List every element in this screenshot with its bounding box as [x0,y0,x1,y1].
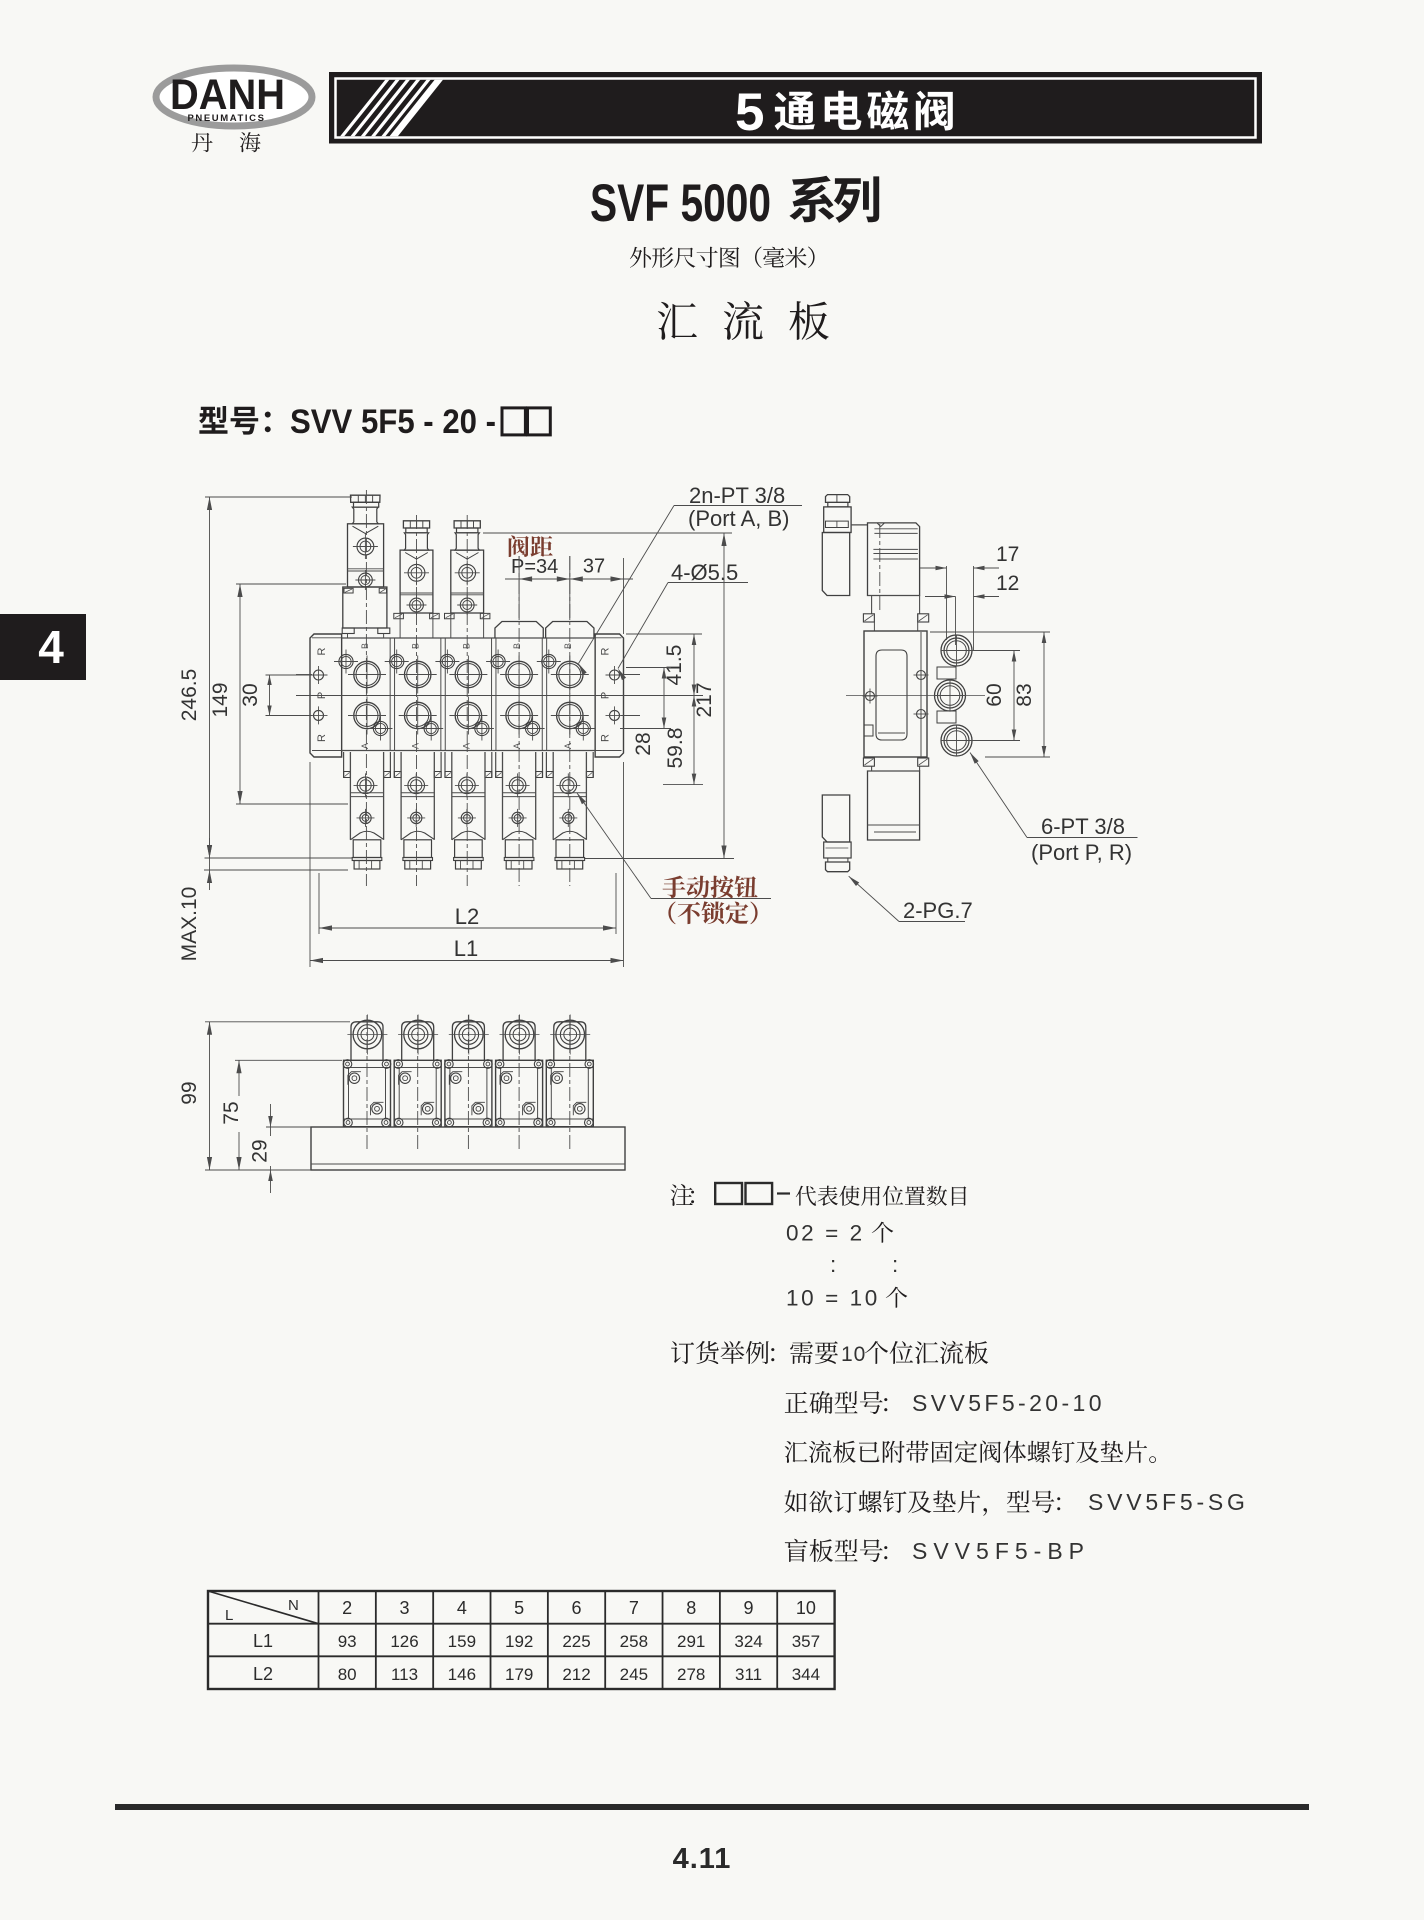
svg-text:4-Ø5.5: 4-Ø5.5 [671,560,738,585]
svg-text:A: A [563,743,573,749]
svg-text:179: 179 [505,1665,533,1684]
svg-text:192: 192 [505,1632,533,1651]
svg-text:225: 225 [562,1632,590,1651]
svg-text:B: B [360,643,370,649]
svg-text:126: 126 [390,1632,418,1651]
svg-text:93: 93 [338,1632,357,1651]
svg-text:B: B [563,643,573,649]
svg-text:212: 212 [562,1665,590,1684]
svg-text:L2: L2 [455,904,479,929]
svg-text:PNEUMATICS: PNEUMATICS [187,113,265,124]
svg-text:41.5: 41.5 [663,645,686,686]
svg-text:159: 159 [448,1632,476,1651]
svg-text:357: 357 [792,1632,820,1651]
svg-text:P=34: P=34 [511,556,558,578]
svg-text:10 = 10: 10 = 10 [786,1286,880,1311]
svg-text:146: 146 [448,1665,476,1684]
svg-text:SVV 5F5 - 20 -: SVV 5F5 - 20 - [290,403,496,441]
svg-text:217: 217 [693,682,716,717]
svg-text:60: 60 [983,683,1006,706]
svg-text:A: A [411,743,421,749]
svg-text:(Port P, R): (Port P, R) [1031,840,1132,865]
svg-text:A: A [360,743,370,749]
svg-text:59.8: 59.8 [664,728,687,769]
svg-text:6-PT 3/8: 6-PT 3/8 [1041,814,1125,839]
svg-text:30: 30 [239,683,262,706]
svg-text:9: 9 [744,1598,754,1618]
svg-text:344: 344 [792,1665,820,1684]
svg-text:4: 4 [38,621,64,673]
svg-text:A: A [461,743,471,749]
svg-text:113: 113 [391,1665,418,1684]
svg-text:12: 12 [996,572,1019,595]
svg-text:278: 278 [677,1665,705,1684]
svg-text:B: B [411,643,421,649]
svg-text:MAX.10: MAX.10 [178,887,201,962]
svg-text::: : [830,1252,836,1277]
svg-text:311: 311 [735,1665,762,1684]
svg-text::: : [892,1252,898,1277]
svg-text:R: R [316,647,328,655]
svg-text:7: 7 [629,1598,639,1618]
svg-text:10: 10 [841,1343,866,1366]
svg-text:5: 5 [514,1598,524,1618]
svg-text:B: B [461,643,471,649]
svg-text:2n-PT 3/8: 2n-PT 3/8 [689,483,785,508]
svg-text:SVV5F5-SG: SVV5F5-SG [1088,1489,1249,1515]
svg-text:28: 28 [632,732,655,755]
svg-text:N: N [288,1597,299,1614]
svg-text:149: 149 [209,682,232,717]
svg-text:4.11: 4.11 [673,1843,732,1875]
svg-text:SVF 5000: SVF 5000 [590,174,771,233]
svg-text:75: 75 [220,1101,243,1124]
svg-text:17: 17 [996,543,1019,566]
svg-text:291: 291 [677,1632,705,1651]
svg-text:4: 4 [457,1598,467,1618]
svg-text:324: 324 [734,1632,762,1651]
svg-text:245: 245 [620,1665,648,1684]
svg-text:258: 258 [620,1632,648,1651]
svg-text:02 = 2: 02 = 2 [786,1221,865,1246]
svg-text:3: 3 [400,1598,410,1618]
svg-text:8: 8 [686,1598,696,1618]
svg-text:R: R [600,647,612,655]
svg-text:6: 6 [572,1598,582,1618]
svg-text:37: 37 [583,556,605,578]
svg-text:B: B [512,643,522,649]
svg-text:L1: L1 [253,1631,273,1651]
svg-text:SVV5F5-BP: SVV5F5-BP [912,1538,1090,1564]
svg-text:R: R [600,734,612,742]
svg-text:80: 80 [338,1665,357,1684]
svg-text:29: 29 [249,1139,272,1162]
svg-text:SVV5F5-20-10: SVV5F5-20-10 [912,1390,1105,1416]
svg-text:L2: L2 [253,1664,273,1684]
svg-text:DANH: DANH [170,71,285,119]
svg-text:L1: L1 [454,936,478,961]
svg-text:2-PG.7: 2-PG.7 [903,898,973,923]
svg-text:10: 10 [796,1598,816,1618]
svg-text:A: A [512,743,522,749]
svg-text:L: L [225,1607,233,1624]
svg-text:(Port A, B): (Port A, B) [688,506,789,531]
svg-text:2: 2 [342,1598,352,1618]
svg-text:99: 99 [178,1081,201,1104]
svg-text:R: R [316,734,328,742]
svg-text:5: 5 [735,83,764,142]
svg-text:83: 83 [1013,683,1036,706]
svg-text:246.5: 246.5 [178,669,201,722]
